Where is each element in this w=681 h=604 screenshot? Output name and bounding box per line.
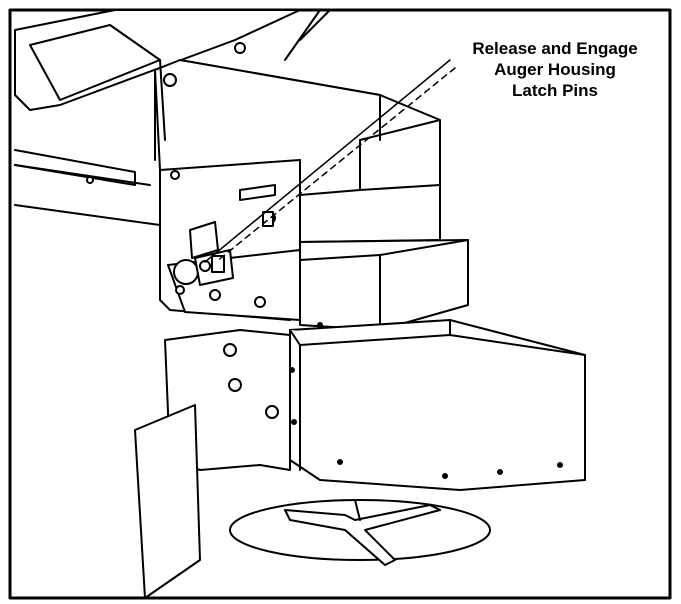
callout-line-1: Release and Engage [472, 39, 638, 58]
figure-border [8, 8, 672, 600]
auger-housing [289, 319, 586, 491]
hopper-chute [14, 9, 331, 186]
hopper-lower-edge [14, 204, 161, 226]
cover-tray [299, 239, 469, 331]
latch-pin [173, 249, 234, 286]
motor-housing [154, 42, 441, 243]
deflector-fin [134, 404, 201, 599]
callout-line-3: Latch Pins [512, 81, 598, 100]
mounting-bracket [159, 154, 301, 321]
spinner-disc [229, 499, 491, 566]
callout-leader [204, 59, 456, 263]
callout-label: Release and Engage Auger Housing Latch P… [440, 38, 670, 101]
callout-line-2: Auger Housing [494, 60, 616, 79]
